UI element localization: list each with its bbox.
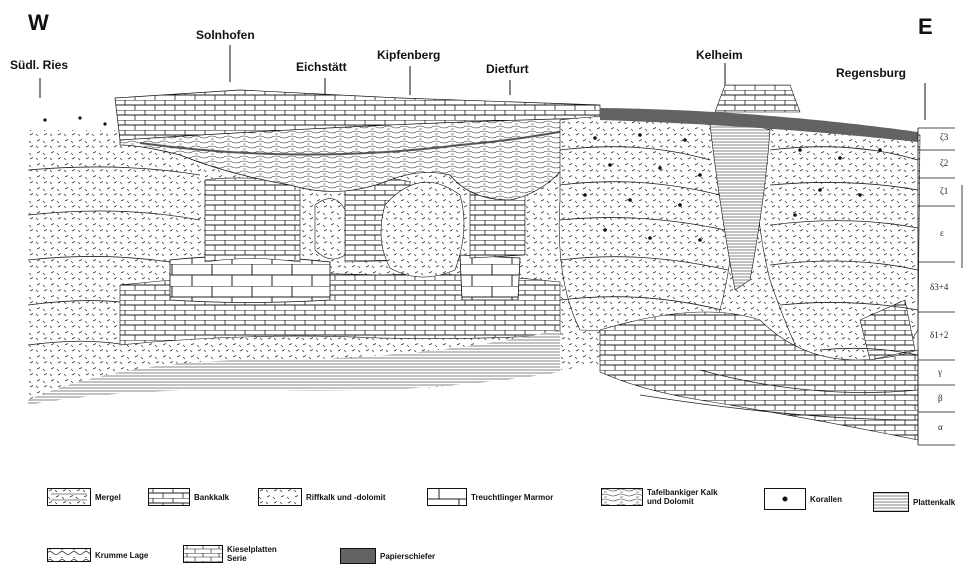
legend-label-kiesel: Kieselplatten Serie <box>227 545 277 563</box>
locality-solnhofen: Solnhofen <box>196 28 255 42</box>
zone-label-zeta1: ζ1 <box>940 186 948 196</box>
legend-item-mergel: Mergel <box>47 488 121 506</box>
legend-swatch-korallen <box>764 488 806 510</box>
legend-swatch-mergel <box>47 488 91 506</box>
legend-item-platten: Plattenkalk <box>873 492 955 512</box>
legend-label-platten: Plattenkalk <box>913 498 955 507</box>
locality-regensburg: Regensburg <box>836 66 906 80</box>
west-label: W <box>28 10 49 36</box>
legend-item-krumme: Krumme Lage <box>47 548 148 562</box>
locality-suedl-ries: Südl. Ries <box>10 58 68 72</box>
locality-eichstaett: Eichstätt <box>296 60 347 74</box>
legend-label-papier: Papierschiefer <box>380 552 435 561</box>
legend-item-riff: Riffkalk und -dolomit <box>258 488 386 506</box>
legend-item-bankkalk: Bankkalk <box>148 488 229 506</box>
legend-label-bankkalk: Bankkalk <box>194 493 229 502</box>
locality-kelheim: Kelheim <box>696 48 743 62</box>
zone-label-zeta3: ζ3 <box>940 132 948 142</box>
legend-item-kiesel: Kieselplatten Serie <box>183 545 277 563</box>
zone-label-delta34: δ3+4 <box>930 282 948 292</box>
legend-swatch-marmor <box>427 488 467 506</box>
legend-swatch-krumme <box>47 548 91 562</box>
zone-label-epsilon: ε <box>940 228 944 238</box>
zone-label-delta12: δ1+2 <box>930 330 948 340</box>
legend-label-marmor: Treuchtlinger Marmor <box>471 493 553 502</box>
east-label: E <box>918 14 933 40</box>
legend-item-papier: Papierschiefer <box>340 548 435 564</box>
zone-label-gamma: γ <box>938 367 942 377</box>
zone-label-zeta2: ζ2 <box>940 158 948 168</box>
legend-item-korallen: Korallen <box>764 488 842 510</box>
legend-item-tafel: Tafelbankiger Kalk und Dolomit <box>601 488 718 506</box>
legend-item-marmor: Treuchtlinger Marmor <box>427 488 553 506</box>
legend-swatch-papier <box>340 548 376 564</box>
zone-label-alpha: α <box>938 422 943 432</box>
locality-dietfurt: Dietfurt <box>486 62 529 76</box>
legend-swatch-tafel <box>601 488 643 506</box>
legend-label-tafel: Tafelbankiger Kalk und Dolomit <box>647 488 718 506</box>
legend-label-mergel: Mergel <box>95 493 121 502</box>
legend-swatch-riff <box>258 488 302 506</box>
legend-swatch-bankkalk <box>148 488 190 506</box>
legend-swatch-kiesel <box>183 545 223 563</box>
legend-label-krumme: Krumme Lage <box>95 551 148 560</box>
legend-swatch-platten <box>873 492 909 512</box>
legend-label-riff: Riffkalk und -dolomit <box>306 493 386 502</box>
locality-kipfenberg: Kipfenberg <box>377 48 440 62</box>
zone-label-beta: β <box>938 393 943 403</box>
legend-label-korallen: Korallen <box>810 495 842 504</box>
